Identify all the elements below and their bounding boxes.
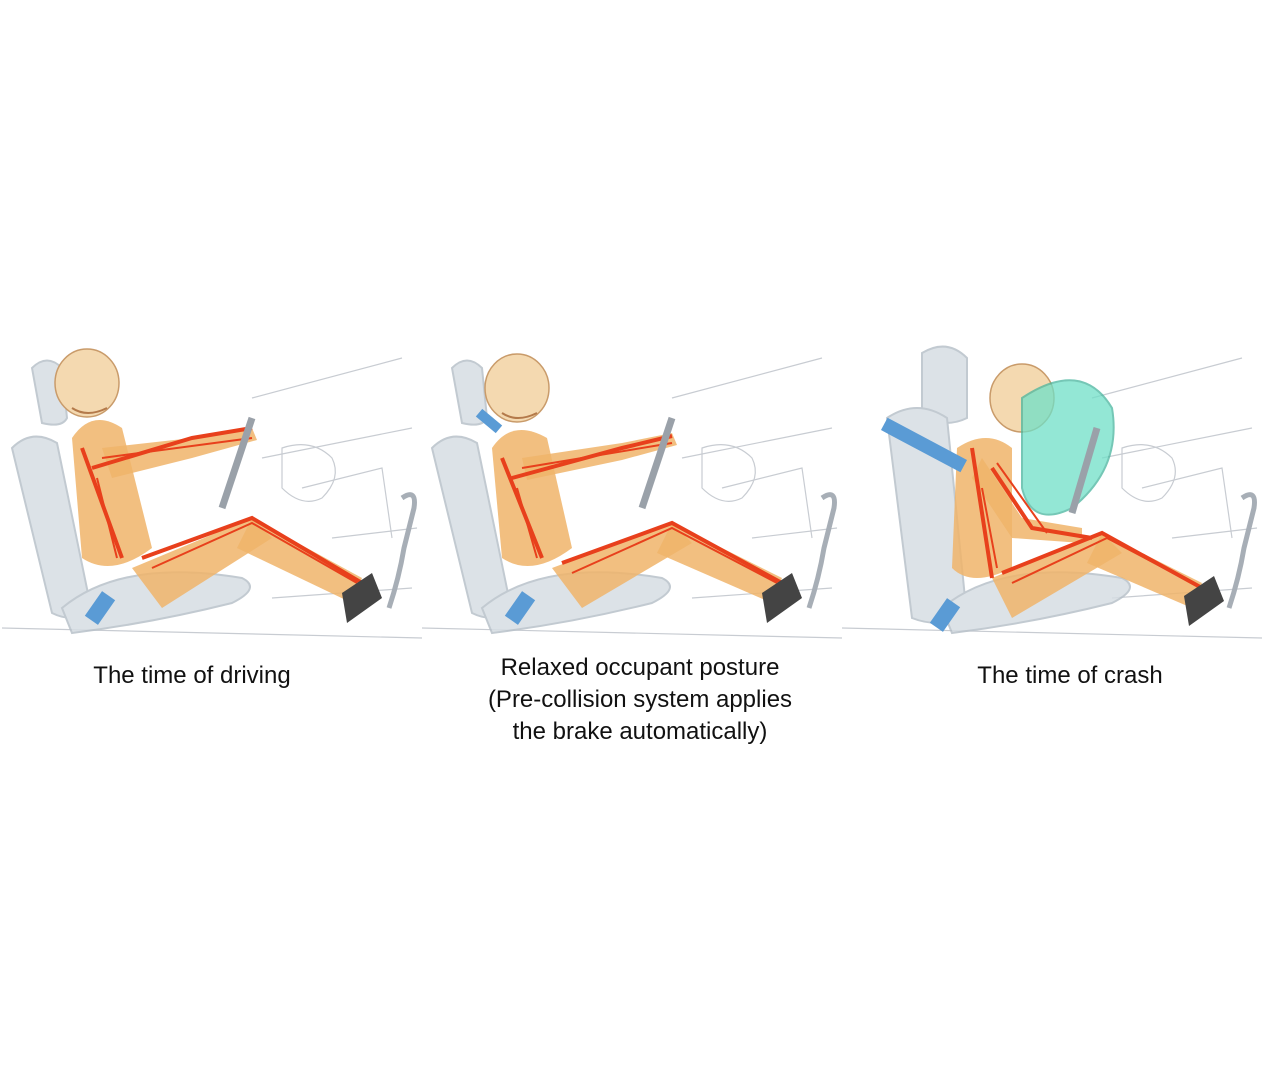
caption-line: (Pre-collision system applies (487, 686, 793, 713)
steering-wheel (1068, 427, 1101, 514)
seat (10, 359, 251, 635)
occupant-illustration-crash (842, 345, 1262, 639)
caption-line: The time of crash (977, 662, 1163, 689)
panel-relaxed (422, 338, 842, 656)
caption-line: The time of driving (93, 662, 291, 689)
seat-belt (84, 591, 116, 625)
occupant-illustration-driving (2, 348, 422, 639)
panel-driving (2, 338, 422, 656)
airbag (1021, 379, 1115, 516)
seat-belt (880, 417, 968, 632)
caption-line: the brake automatically) (512, 718, 768, 745)
occupant-body (484, 353, 802, 623)
pedal-bracket (1226, 492, 1257, 609)
caption-crash: The time of crash (930, 660, 1210, 692)
seat-belt (475, 408, 536, 625)
pedal-bracket (386, 492, 417, 609)
vehicle-interior (422, 357, 842, 639)
caption-driving: The time of driving (52, 660, 332, 692)
steering-wheel (218, 416, 256, 510)
steering-wheel (638, 416, 676, 510)
pedal-bracket (806, 492, 837, 609)
panel-crash (842, 338, 1262, 656)
occupant-body (54, 348, 382, 623)
caption-relaxed: Relaxed occupant posture (Pre-collision … (440, 652, 840, 748)
vehicle-interior (2, 357, 422, 639)
vehicle-interior (842, 357, 1262, 639)
seat (430, 359, 671, 635)
caption-line: Relaxed occupant posture (500, 654, 780, 681)
occupant-illustration-relaxed (422, 353, 842, 639)
